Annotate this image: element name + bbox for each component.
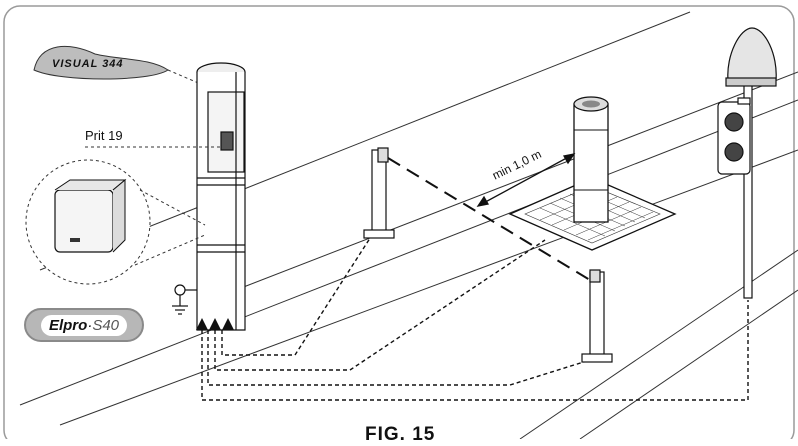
- detail-leader-bottom: [134, 234, 206, 266]
- arrow-up-icon-group: [196, 318, 234, 330]
- figure-caption: FIG. 15: [365, 424, 436, 445]
- traffic-light: [717, 27, 777, 299]
- cable-routes: [201, 234, 749, 401]
- rounded-frame: [3, 5, 795, 446]
- ground-symbol-icon: [172, 284, 197, 315]
- detail-leader-top: [139, 189, 206, 226]
- elpro-name: Elpro: [48, 316, 88, 334]
- elpro-badge-text: Elpro·S40: [40, 314, 128, 336]
- elpro-badge: Elpro·S40: [24, 308, 144, 342]
- control-box-detail: [25, 159, 151, 285]
- bollard: [508, 96, 677, 251]
- arrow-up-icon: [209, 318, 221, 330]
- column-unit: [196, 62, 246, 331]
- arrow-up-icon: [222, 318, 234, 330]
- visual-logo-text: VISUAL 344: [52, 58, 124, 70]
- photocell-beam: [387, 157, 591, 281]
- visual-344-logo: [33, 45, 169, 80]
- elpro-dot: ·: [87, 316, 93, 334]
- elpro-model: S40: [92, 316, 120, 334]
- photocell-post-right: [581, 269, 613, 363]
- min-distance-dimension: [476, 153, 576, 207]
- photocell-post-left: [363, 147, 395, 239]
- prit-label: Prit 19: [85, 128, 123, 143]
- arrow-up-icon: [196, 318, 208, 330]
